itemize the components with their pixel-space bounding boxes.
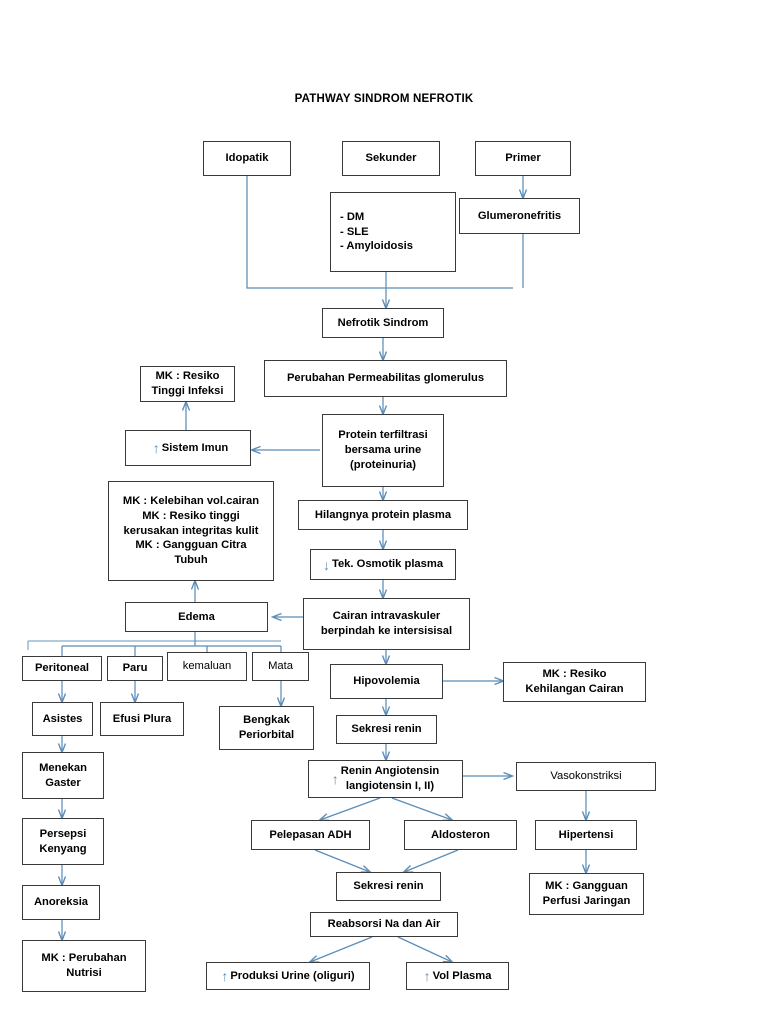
node-kemaluan[interactable]: kemaluan [167, 652, 247, 681]
page-title: PATHWAY SINDROM NEFROTIK [294, 93, 474, 105]
increase-arrow-icon: ↑ [152, 440, 160, 456]
increase-arrow-icon: ↑ [221, 968, 229, 984]
node-vol-plasma[interactable]: ↑ Vol Plasma [406, 962, 509, 990]
node-hipovolemia[interactable]: Hipovolemia [330, 664, 443, 699]
node-sistem-imun[interactable]: ↑ Sistem Imun [125, 430, 251, 466]
node-protein-terfiltrasi[interactable]: Protein terfiltrasi bersama urine (prote… [322, 414, 444, 487]
node-bengkak-periorbital[interactable]: Bengkak Periorbital [219, 706, 314, 750]
node-perubahan-permeabilitas[interactable]: Perubahan Permeabilitas glomerulus [264, 360, 507, 397]
decrease-arrow-icon: ↓ [322, 556, 330, 573]
node-sekresi-renin-2[interactable]: Sekresi renin [336, 872, 441, 901]
node-sekresi-renin-1[interactable]: Sekresi renin [336, 715, 437, 744]
node-reabsorsi-na-air[interactable]: Reabsorsi Na dan Air [310, 912, 458, 937]
node-efusi-plura[interactable]: Efusi Plura [100, 702, 184, 736]
node-hilangnya-protein-plasma[interactable]: Hilangnya protein plasma [298, 500, 468, 530]
node-mata[interactable]: Mata [252, 652, 309, 681]
increase-arrow-icon: ↑ [331, 771, 339, 787]
node-vasokonstriksi[interactable]: Vasokonstriksi [516, 762, 656, 791]
node-mk-gangguan-perfusi[interactable]: MK : Gangguan Perfusi Jaringan [529, 873, 644, 915]
node-paru[interactable]: Paru [107, 656, 163, 681]
node-persepsi-kenyang[interactable]: Persepsi Kenyang [22, 818, 104, 865]
node-mk-resiko-tinggi-infeksi[interactable]: MK : Resiko Tinggi Infeksi [140, 366, 235, 402]
node-tek-osmotik-plasma[interactable]: ↓ Tek. Osmotik plasma [310, 549, 456, 580]
node-peritoneal[interactable]: Peritoneal [22, 656, 102, 681]
node-idopatik[interactable]: Idopatik [203, 141, 291, 176]
increase-arrow-icon: ↑ [423, 968, 431, 984]
node-edema[interactable]: Edema [125, 602, 268, 632]
node-hipertensi[interactable]: Hipertensi [535, 820, 637, 850]
node-sekunder[interactable]: Sekunder [342, 141, 440, 176]
node-mk-kelebihan-volume[interactable]: MK : Kelebihan vol.cairan MK : Resiko ti… [108, 481, 274, 581]
node-etiologi-list[interactable]: - DM - SLE - Amyloidosis [330, 192, 456, 272]
node-asistes[interactable]: Asistes [32, 702, 93, 736]
node-glumeronefritis[interactable]: Glumeronefritis [459, 198, 580, 234]
node-mk-perubahan-nutrisi[interactable]: MK : Perubahan Nutrisi [22, 940, 146, 992]
node-anoreksia[interactable]: Anoreksia [22, 885, 100, 920]
node-mk-resiko-kehilangan-cairan[interactable]: MK : Resiko Kehilangan Cairan [503, 662, 646, 702]
node-menekan-gaster[interactable]: Menekan Gaster [22, 752, 104, 799]
node-produksi-urine[interactable]: ↑ Produksi Urine (oliguri) [206, 962, 370, 990]
node-aldosteron[interactable]: Aldosteron [404, 820, 517, 850]
node-renin-angiotensin[interactable]: ↑ Renin Angiotensin langiotensin I, II) [308, 760, 463, 798]
node-cairan-intravaskuler[interactable]: Cairan intravaskuler berpindah ke inters… [303, 598, 470, 650]
node-primer[interactable]: Primer [475, 141, 571, 176]
node-pelepasan-adh[interactable]: Pelepasan ADH [251, 820, 370, 850]
node-nefrotik-sindrom[interactable]: Nefrotik Sindrom [322, 308, 444, 338]
